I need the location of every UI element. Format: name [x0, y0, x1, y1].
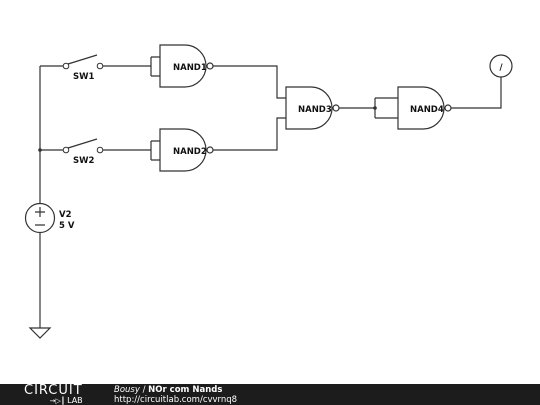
nand4-gate	[397, 86, 445, 130]
sw2-label: SW2	[73, 156, 94, 166]
credit-separator: /	[139, 385, 149, 395]
circuit-title: NOr com Nands	[148, 385, 223, 395]
sw1-contact-right	[96, 62, 104, 70]
voltmeter-symbol	[489, 54, 513, 78]
nand1-gate	[159, 44, 207, 88]
nand3-label: NAND3	[298, 105, 332, 115]
voltage-source-polarity-icon	[35, 207, 45, 226]
nand1-bubble	[206, 62, 214, 70]
voltage-source-v2	[24, 202, 56, 234]
nand4-bubble	[444, 104, 452, 112]
sw1-blade	[67, 54, 98, 65]
nand3-gate	[285, 86, 333, 130]
nand2-bubble	[206, 146, 214, 154]
circuitlab-logo: CIRCUIT LAB	[24, 384, 83, 405]
sw1-contact-left	[62, 62, 70, 70]
logo-main-text: CIRCUIT	[24, 383, 83, 398]
circuit-schematic: SW1 SW2 NAND1 NAND2 NAND3 NAND4 / V2 5 V	[24, 44, 513, 339]
logo-sub-text: LAB	[24, 397, 83, 405]
nand4-label: NAND4	[410, 105, 444, 115]
nand3-to-nand4-wire	[339, 97, 398, 119]
v2-name-label: V2	[59, 210, 72, 220]
nand1-label: NAND1	[173, 63, 207, 73]
sw2-contact-left	[62, 146, 70, 154]
footer-bar: CIRCUIT LAB Bousy / NOr com Nands http:/…	[0, 384, 540, 405]
sw2-blade	[67, 138, 98, 149]
nand2-gate	[159, 128, 207, 172]
sw1-label: SW1	[73, 72, 94, 82]
nand2-to-nand3-wire	[213, 117, 286, 151]
ground-icon	[28, 327, 52, 339]
circuit-url[interactable]: http://circuitlab.com/cvvrnq8	[114, 395, 238, 405]
output-wire	[451, 77, 502, 109]
nand3-bubble	[332, 104, 340, 112]
credit-block: Bousy / NOr com Nands http://circuitlab.…	[114, 385, 237, 405]
nand2-input-tie	[150, 140, 160, 161]
nand4-input-junction	[373, 106, 377, 110]
credit-title-line: Bousy / NOr com Nands	[114, 385, 237, 395]
nand2-label: NAND2	[173, 147, 207, 157]
nand1-input-tie	[150, 56, 160, 77]
voltmeter-glyph: /	[499, 63, 503, 73]
author-name[interactable]: Bousy	[114, 385, 140, 395]
sw2-contact-right	[96, 146, 104, 154]
nand1-to-nand3-wire	[213, 65, 286, 99]
v2-value-label: 5 V	[59, 221, 75, 231]
